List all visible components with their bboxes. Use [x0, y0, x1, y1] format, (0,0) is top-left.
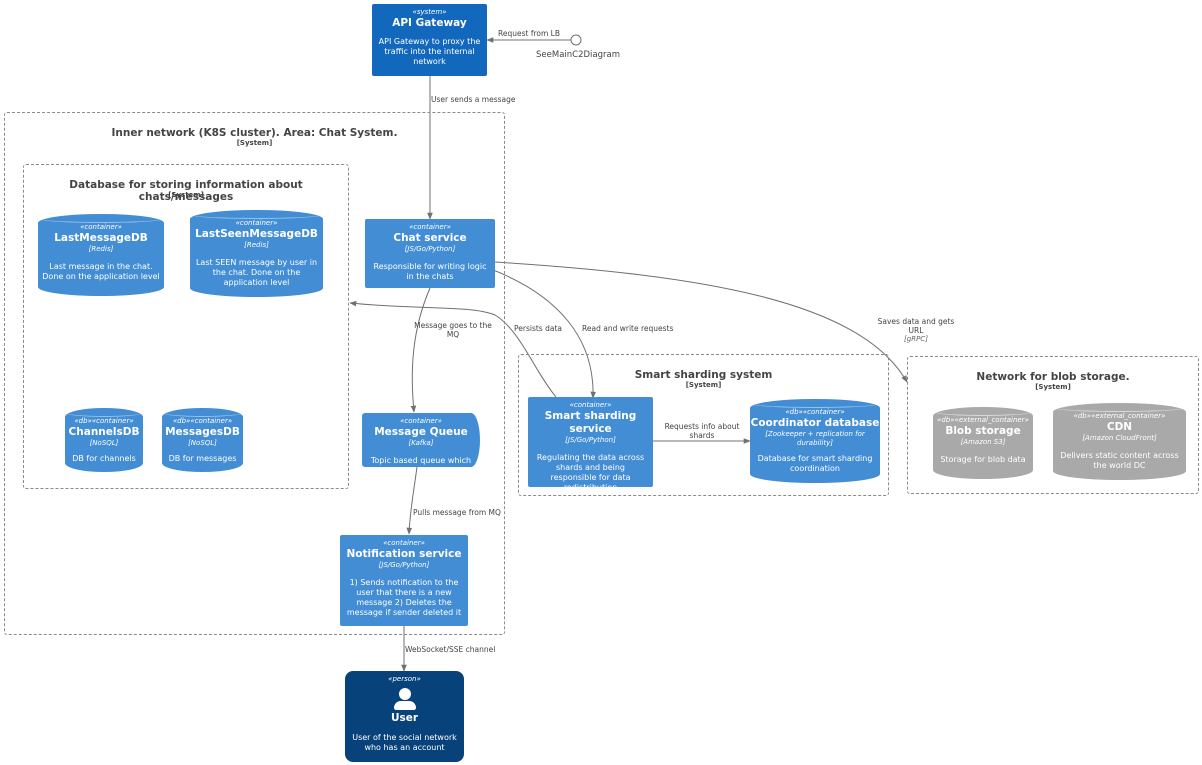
- node-description: Storage for blob data: [940, 455, 1026, 464]
- interface-label: SeeMainC2Diagram: [536, 50, 620, 60]
- blob-boundary-type: [System]: [1035, 383, 1071, 391]
- channels-db-node[interactable]: «db»«container» ChannelsDB [NoSQL] DB fo…: [65, 408, 143, 472]
- node-stereotype: «system»: [412, 8, 447, 16]
- db-boundary-type: [System]: [168, 191, 204, 199]
- edge-label-saves-data-tech: [gRPC]: [904, 335, 928, 343]
- node-name: LastSeenMessageDB: [195, 228, 318, 240]
- db-boundary: Database for storing information about c…: [23, 164, 349, 489]
- user-person-node[interactable]: «person» User User of the social network…: [345, 671, 464, 762]
- node-name: Notification service: [346, 548, 462, 560]
- edge-label-persists-data: Persists data: [514, 324, 562, 333]
- blob-storage-node[interactable]: «db»«external_container» Blob storage [A…: [933, 407, 1033, 479]
- node-description: Database for smart sharding coordination: [757, 454, 873, 473]
- api-gateway-node[interactable]: «system» API Gateway API Gateway to prox…: [372, 4, 487, 76]
- node-tech: [Zookeeper + replication for durability]: [765, 430, 865, 447]
- node-tech: [NoSQL]: [89, 439, 119, 447]
- node-name: User: [390, 712, 419, 724]
- inner-network-boundary: Inner network (K8S cluster). Area: Chat …: [4, 112, 505, 635]
- last-seen-message-db-node[interactable]: «container» LastSeenMessageDB [Redis] La…: [190, 210, 323, 297]
- last-message-db-node[interactable]: «container» LastMessageDB [Redis] Last m…: [38, 214, 164, 296]
- node-name: API Gateway: [392, 17, 467, 29]
- message-queue-node[interactable]: «container» Message Queue [Kafka] Topic …: [362, 413, 480, 467]
- node-description: DB for channels: [72, 454, 136, 463]
- sharding-service-node[interactable]: «container» Smart sharding service [JS/G…: [528, 397, 653, 492]
- node-name: LastMessageDB: [54, 232, 148, 244]
- edge-label-message-goes-to-mq: Message goes to the MQ: [414, 321, 492, 339]
- edge-label-user-sends-message: User sends a message: [431, 95, 516, 104]
- node-stereotype: «container»: [400, 417, 442, 425]
- node-name: ChannelsDB: [68, 426, 140, 438]
- sharding-boundary-title: Smart sharding system: [634, 369, 773, 381]
- node-description: Regulating the data across shards and be…: [536, 453, 645, 492]
- coordinator-db-node[interactable]: «db»«container» Coordinator database [Zo…: [750, 399, 880, 483]
- node-tech: [Kafka]: [408, 439, 434, 447]
- node-tech: [Amazon CloudFront]: [1082, 434, 1157, 442]
- node-name: Blob storage: [945, 425, 1021, 437]
- node-tech: [Redis]: [88, 245, 114, 253]
- person-icon: [345, 688, 464, 710]
- sharding-boundary-type: [System]: [685, 381, 722, 389]
- node-stereotype: «container»: [235, 219, 278, 227]
- edge-label-read-write: Read and write requests: [582, 324, 674, 333]
- edge-label-websocket: WebSocket/SSE channel: [405, 645, 496, 654]
- node-stereotype: «container»: [569, 401, 612, 409]
- node-description: Delivers static content across the world…: [1060, 451, 1179, 470]
- node-name: Smart sharding service: [544, 410, 637, 435]
- node-tech: [NoSQL]: [188, 439, 217, 447]
- node-name: CDN: [1106, 421, 1133, 433]
- node-stereotype: «person»: [388, 675, 421, 683]
- edge-label-requests-info: Requests info about shards: [664, 422, 740, 440]
- node-stereotype: «container»: [80, 223, 122, 231]
- cdn-node[interactable]: «db»«external_container» CDN [Amazon Clo…: [1053, 403, 1186, 480]
- node-description: Topic based queue which: [370, 456, 472, 465]
- node-stereotype: «db»«external_container»: [1073, 412, 1166, 420]
- inner-network-title: Inner network (K8S cluster). Area: Chat …: [111, 127, 398, 139]
- inner-network-type: [System]: [236, 139, 273, 147]
- node-tech: [JS/Go/Python]: [565, 436, 616, 444]
- node-description: DB for messages: [168, 454, 237, 463]
- edge-label-saves-data: Saves data and gets URL [gRPC]: [870, 317, 962, 344]
- node-description: 1) Sends notification to the user that t…: [346, 578, 462, 617]
- chat-service-node[interactable]: «container» Chat service [JS/Go/Python] …: [365, 219, 495, 288]
- node-stereotype: «db»«container»: [74, 417, 134, 425]
- node-name: Coordinator database: [750, 417, 880, 429]
- edge-label-request-from-lb: Request from LB: [498, 29, 561, 38]
- node-name: Message Queue: [374, 426, 468, 438]
- node-description: Last message in the chat. Done on the ap…: [42, 262, 160, 281]
- sharding-boundary: Smart sharding system [System]: [518, 354, 889, 496]
- node-stereotype: «container»: [409, 223, 451, 231]
- db-boundary-title: Database for storing information about c…: [69, 179, 303, 203]
- node-name: MessagesDB: [165, 426, 240, 438]
- node-tech: [JS/Go/Python]: [378, 561, 430, 569]
- messages-db-node[interactable]: «db»«container» MessagesDB [NoSQL] DB fo…: [162, 408, 243, 472]
- blob-boundary: Network for blob storage. [System]: [907, 356, 1199, 494]
- node-tech: [Amazon S3]: [960, 438, 1006, 446]
- interface-icon: [570, 34, 582, 46]
- node-stereotype: «db»«container»: [172, 417, 233, 425]
- node-tech: [JS/Go/Python]: [404, 245, 456, 253]
- node-stereotype: «db»«external_container»: [937, 416, 1029, 424]
- notification-service-node[interactable]: «container» Notification service [JS/Go/…: [340, 535, 468, 626]
- node-name: Chat service: [393, 232, 467, 244]
- edge-label-saves-data-text: Saves data and gets URL: [877, 317, 955, 335]
- node-description: API Gateway to proxy the traffic into th…: [378, 37, 481, 66]
- node-tech: [Redis]: [244, 241, 269, 249]
- node-description: User of the social network who has an ac…: [352, 733, 457, 752]
- node-stereotype: «container»: [383, 539, 425, 547]
- node-stereotype: «db»«container»: [785, 408, 845, 416]
- blob-boundary-title: Network for blob storage.: [976, 371, 1130, 383]
- node-description: Last SEEN message by user in the chat. D…: [195, 258, 318, 287]
- edge-label-pulls-message: Pulls message from MQ: [413, 508, 501, 517]
- node-description: Responsible for writing logic in the cha…: [373, 262, 487, 281]
